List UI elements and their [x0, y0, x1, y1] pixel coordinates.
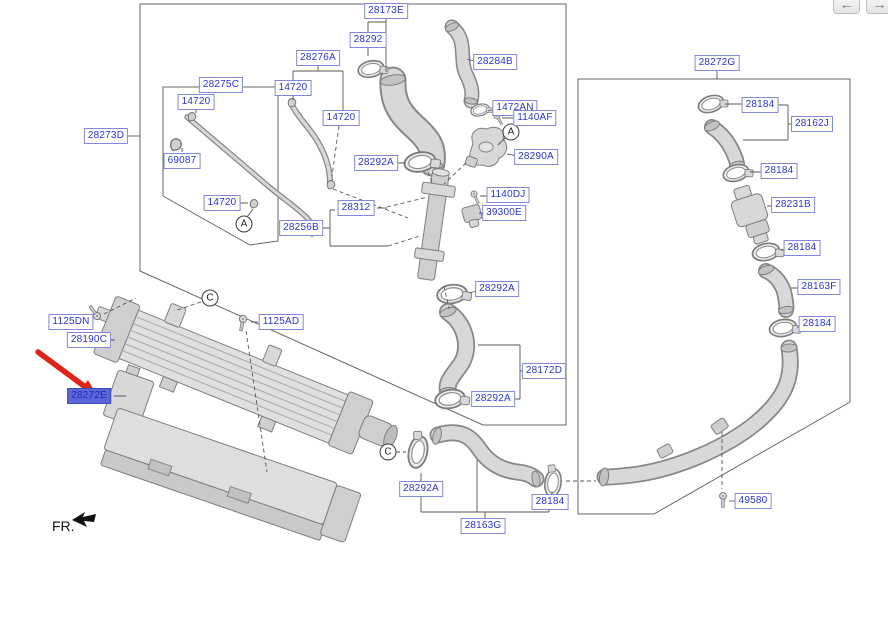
part-label-28231b-29[interactable]: 28231B — [771, 197, 815, 213]
nav-back-button[interactable]: ← — [833, 0, 860, 14]
part-label-1125ad-36[interactable]: 1125AD — [258, 314, 304, 330]
part-label-28292a-21[interactable]: 28292A — [471, 391, 515, 407]
part-label-28163f-31[interactable]: 28163F — [797, 279, 841, 295]
part-label-1140af-11[interactable]: 1140AF — [513, 110, 557, 126]
part-label-28292a-22[interactable]: 28292A — [399, 481, 443, 497]
resonator-drawing-28231b — [730, 184, 770, 245]
callout-letter-c-3: C — [379, 443, 397, 461]
part-label-28172d-20[interactable]: 28172D — [521, 363, 567, 379]
part-label-28162j-27[interactable]: 28162J — [790, 116, 834, 132]
part-label-69087-9[interactable]: 69087 — [163, 153, 201, 169]
part-label-14720-4[interactable]: 14720 — [274, 80, 312, 96]
panel-outline-main — [139, 3, 567, 426]
part-label-1140dj-15[interactable]: 1140DJ — [486, 187, 530, 203]
panel-outline-right — [577, 78, 851, 515]
part-label-28275c-3[interactable]: 28275C — [198, 77, 244, 93]
panel-outlines — [139, 3, 851, 515]
part-label-28256b-18[interactable]: 28256B — [279, 220, 323, 236]
part-label-28284b-6[interactable]: 28284B — [473, 54, 517, 70]
callout-letter-a-1: A — [235, 215, 253, 233]
part-label-14720-14[interactable]: 14720 — [203, 195, 241, 211]
callout-letter-a-0: A — [502, 123, 520, 141]
part-label-28290a-13[interactable]: 28290A — [514, 149, 558, 165]
part-label-28184-32[interactable]: 28184 — [798, 316, 836, 332]
pipe-drawing-28312 — [414, 168, 456, 281]
hose-drawing-28162j — [695, 90, 756, 185]
nav-forward-button[interactable]: → — [866, 0, 888, 14]
part-label-28312-16[interactable]: 28312 — [337, 200, 375, 216]
sensor-drawing-39300e — [461, 204, 483, 228]
fitting-drawing-28290a — [464, 100, 508, 205]
hose-drawing-28276a — [287, 98, 336, 190]
hose-drawing-28284b — [444, 19, 480, 109]
pipe-drawing-28272g — [596, 339, 799, 487]
hose-drawing-28163f — [750, 239, 804, 340]
part-label-14720-7[interactable]: 14720 — [322, 110, 360, 126]
part-label-28292-1[interactable]: 28292 — [349, 32, 387, 48]
part-label-28272e-37[interactable]: 28272E — [67, 388, 111, 404]
part-label-39300e-17[interactable]: 39300E — [482, 205, 526, 221]
part-label-1125dn-34[interactable]: 1125DN — [48, 314, 94, 330]
hose-drawing-28163g — [404, 424, 565, 499]
back-arrow-icon: ← — [839, 0, 854, 12]
part-label-28292a-19[interactable]: 28292A — [475, 281, 519, 297]
part-label-28292a-12[interactable]: 28292A — [354, 155, 398, 171]
part-label-28173e-0[interactable]: 28173E — [364, 3, 408, 19]
part-label-28163g-24[interactable]: 28163G — [460, 518, 506, 534]
part-label-28184-26[interactable]: 28184 — [741, 97, 779, 113]
part-label-28190c-35[interactable]: 28190C — [66, 332, 112, 348]
part-label-14720-5[interactable]: 14720 — [177, 94, 215, 110]
part-label-28273d-8[interactable]: 28273D — [83, 128, 129, 144]
part-label-28184-23[interactable]: 28184 — [531, 494, 569, 510]
forward-arrow-icon: → — [872, 0, 887, 12]
fr-marker-label: FR. — [52, 518, 75, 534]
part-label-28272g-25[interactable]: 28272G — [694, 55, 740, 71]
part-label-28184-28[interactable]: 28184 — [760, 163, 798, 179]
panel-outline-subassembly — [162, 86, 279, 246]
air-duct-drawing-28272e — [100, 364, 362, 543]
hose-drawing-28172d — [432, 303, 476, 412]
part-label-28276a-2[interactable]: 28276A — [296, 50, 340, 66]
part-label-28184-30[interactable]: 28184 — [783, 240, 821, 256]
fr-direction-arrow-icon — [72, 512, 96, 527]
part-label-49580-33[interactable]: 49580 — [734, 493, 772, 509]
callout-letter-c-2: C — [201, 289, 219, 307]
